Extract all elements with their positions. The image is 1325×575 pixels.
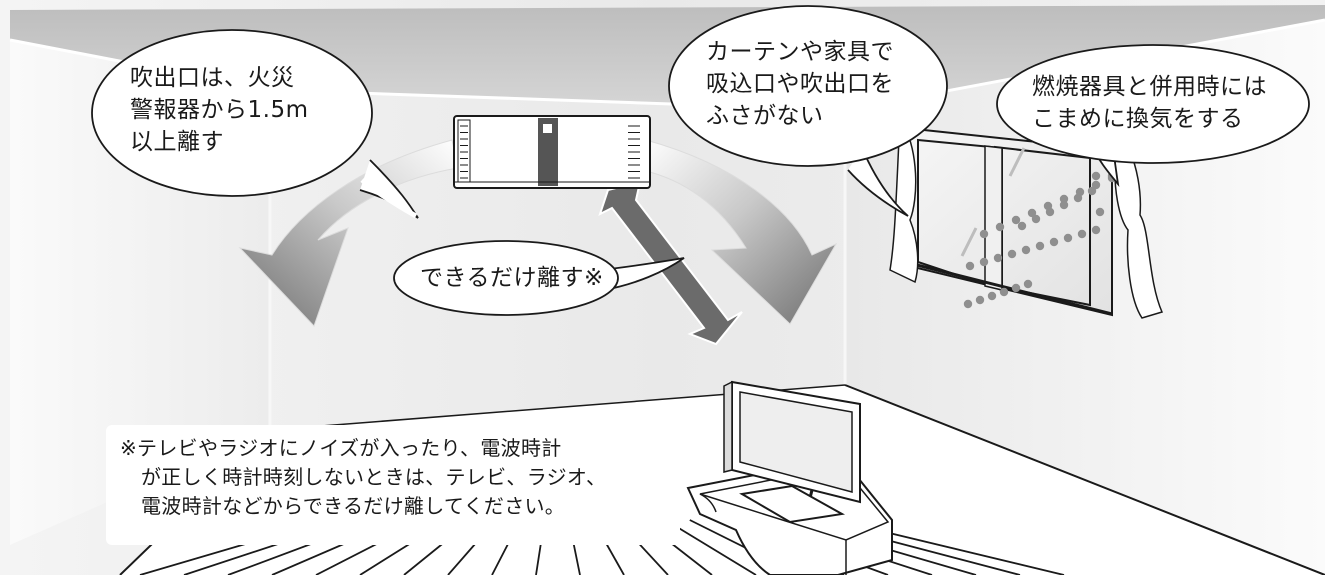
bubble-ventilate-text: 燃焼器具と併用時には こまめに換気をする [1032, 71, 1267, 135]
bubble-distance-text: できるだけ離す※ [420, 262, 604, 294]
ventilation-dot [995, 222, 1005, 232]
window [889, 115, 1164, 319]
bubble-alarm-line-1: 吹出口は、火災 [130, 65, 295, 91]
note-line-2: が正しく時計時刻しないときは、テレビ、ラジオ、 [141, 465, 607, 489]
ventilation-dot [1027, 208, 1037, 218]
ventilation-dot [1011, 283, 1021, 293]
air-conditioner [453, 115, 651, 189]
bubble-alarm-line-3: 以上離す [130, 129, 224, 155]
ventilation-dot [1007, 249, 1017, 259]
bubble-alarm-line-2: 警報器から1.5m [130, 97, 309, 123]
ventilation-dot [1091, 171, 1101, 181]
ventilation-dot [979, 229, 989, 239]
bubble-ventilate-line-1: 燃焼器具と併用時には [1032, 74, 1267, 100]
ventilation-dot [987, 291, 997, 301]
ventilation-dot [1087, 186, 1097, 196]
bubble-block [668, 5, 948, 217]
ventilation-dot [979, 257, 989, 267]
ventilation-dot [1023, 279, 1033, 289]
bubble-block-line-2: 吸込口や吹出口を [706, 71, 894, 97]
ventilation-dot [1091, 225, 1101, 235]
ventilation-dot [975, 295, 985, 305]
ventilation-dot [1091, 180, 1101, 190]
ventilation-dot [1059, 200, 1069, 210]
bubble-block-line-3: ふさがない [706, 103, 824, 129]
note-line-1: ※テレビやラジオにノイズが入ったり、電波時計 [120, 436, 562, 460]
ventilation-dot [1049, 237, 1059, 247]
note-line-3: 電波時計などからできるだけ離してください。 [141, 494, 566, 518]
ventilation-dot [1011, 215, 1021, 225]
bubble-alarm-text: 吹出口は、火災 警報器から1.5m 以上離す [130, 62, 308, 158]
ventilation-dot [965, 261, 975, 271]
ventilation-dot [1021, 245, 1031, 255]
ventilation-dot [999, 287, 1009, 297]
tv [723, 380, 861, 524]
bubble-ventilate-line-2: こまめに換気をする [1032, 106, 1244, 132]
bubble-ventilate [996, 44, 1310, 188]
glass-glare [1008, 147, 1026, 177]
airflow-arrow-right [641, 139, 838, 325]
ventilation-dot [1017, 221, 1027, 231]
ventilation-dot [1045, 207, 1055, 217]
bubble-distance [393, 240, 685, 316]
ventilation-dot [1059, 194, 1069, 204]
ventilation-dot [993, 253, 1003, 263]
ventilation-dot [1073, 193, 1083, 203]
bubble-distance-label: できるだけ離す※ [420, 265, 604, 291]
ventilation-dot [1035, 241, 1045, 251]
bubble-block-text: カーテンや家具で 吸込口や吹出口を ふさがない [706, 36, 894, 132]
curtain-right [1114, 149, 1164, 319]
floorboard-line [665, 519, 757, 575]
note-text: ※テレビやラジオにノイズが入ったり、電波時計 が正しく時計時刻しないときは、テレ… [120, 434, 606, 521]
ventilation-dot [1063, 233, 1073, 243]
ventilation-dot [1095, 207, 1105, 217]
ventilation-dot [1031, 214, 1041, 224]
ventilation-dot [963, 299, 973, 309]
bubble-block-line-1: カーテンや家具で [706, 39, 894, 65]
ventilation-dot [1077, 229, 1087, 239]
bubble-alarm [91, 29, 419, 219]
note-box [106, 425, 680, 545]
